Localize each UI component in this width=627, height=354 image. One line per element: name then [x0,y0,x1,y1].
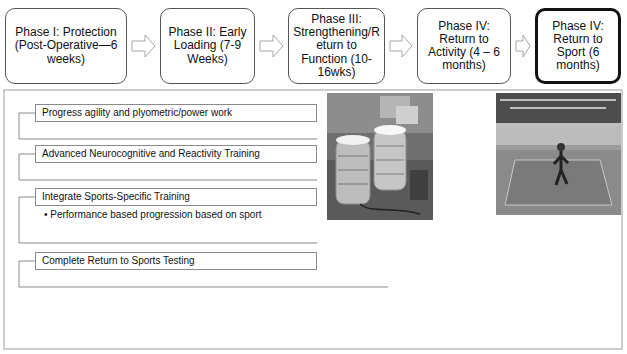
content-frame [4,90,622,349]
list-item-box: Integrate Sports-Specific Training [35,188,317,206]
list-item-box: Complete Return to Sports Testing [35,252,317,270]
phase-box: Phase IV: Return to Activity (4 – 6 mont… [417,8,511,84]
list-item-box: Advanced Neurocognitive and Reactivity T… [35,145,317,163]
phase-box: Phase III: Strengthening/Return to Funct… [288,8,385,84]
phase-box: Phase II: Early Loading (7-9 Weeks) [160,8,255,84]
photo-devices [327,93,433,220]
bullet-note: • Performance based progression based on… [44,209,262,221]
node-text: Integrate Sports-Specific Training [42,191,190,203]
block-arrow [260,35,283,57]
node-text: Complete Return to Sports Testing [42,255,195,267]
phase-box: Phase IV: Return to Sport (6 months) [535,8,621,84]
block-arrow [390,35,412,57]
node-text: Phase III: Strengthening/Return to Funct… [293,13,380,79]
node-text: Phase IV: Return to Activity (4 – 6 mont… [422,20,506,73]
node-text: Phase II: Early Loading (7-9 Weeks) [165,26,250,66]
list-item-box: Progress agility and plyometric/power wo… [35,104,317,122]
node-text: Progress agility and plyometric/power wo… [42,107,232,119]
node-text: Phase IV: Return to Sport (6 months) [542,20,614,73]
block-arrow [132,35,155,57]
phase-box: Phase I: Protection (Post-Operative—6 we… [5,8,127,84]
node-text: Phase I: Protection (Post-Operative—6 we… [10,26,122,66]
node-text: Advanced Neurocognitive and Reactivity T… [42,148,260,160]
block-arrow [516,35,530,57]
photo-gym [496,93,621,215]
